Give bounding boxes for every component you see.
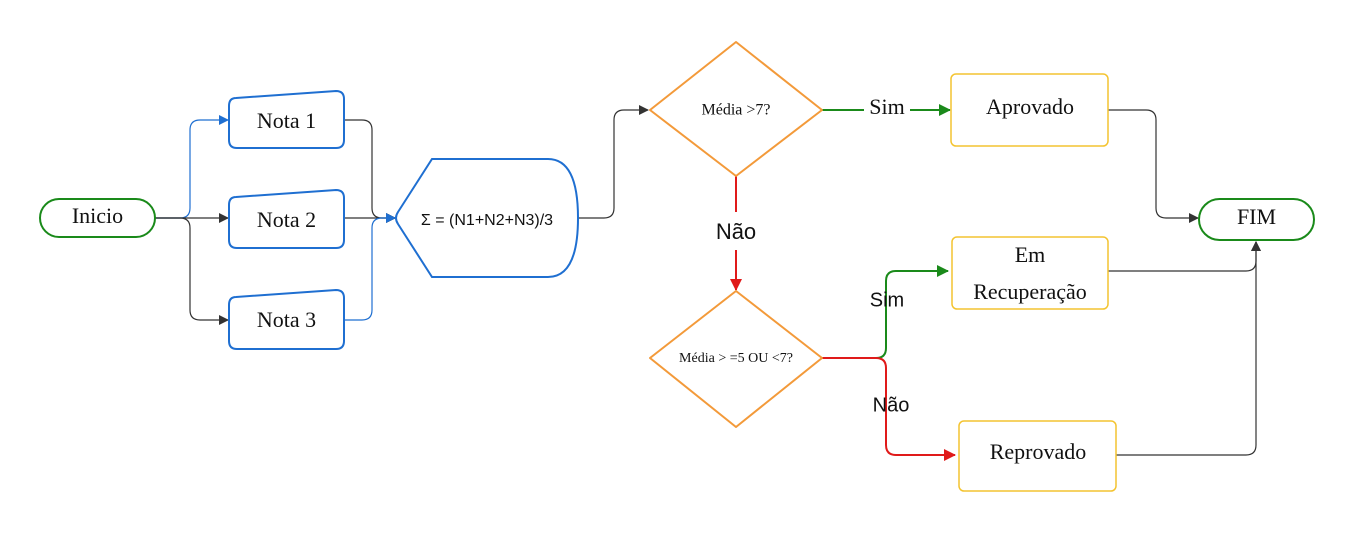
node-formula: Σ = (N1+N2+N3)/3 <box>395 158 580 278</box>
nota2-label: Nota 2 <box>257 207 316 232</box>
terminator-shape <box>1198 198 1315 241</box>
edge-formula-decision1 <box>578 105 649 219</box>
recuperacao-label-line2: Recuperação <box>973 279 1087 304</box>
edge-label-d2-no: Não <box>873 394 910 416</box>
manual-input-shape <box>228 288 345 350</box>
inicio-label: Inicio <box>72 203 123 228</box>
edge-nota1-formula <box>344 119 396 223</box>
reprovado-label: Reprovado <box>990 439 1087 464</box>
node-decision1: Média >7? <box>649 41 823 177</box>
decision2-label: Média > =5 OU <7? <box>679 351 793 366</box>
edge-nota3-formula <box>344 213 396 321</box>
edge-inicio-nota1 <box>155 115 229 219</box>
manual-input-shape <box>228 188 345 249</box>
diamond-shape <box>649 290 823 428</box>
decision1-label: Média >7? <box>702 102 771 119</box>
node-nota2: Nota 2 <box>228 188 345 249</box>
edge-decision2-recuperacao <box>822 265 949 359</box>
terminator-shape <box>39 198 156 238</box>
edge-decision2-reprovado <box>822 357 956 461</box>
display-shape <box>395 158 580 278</box>
node-recuperacao: Em Recuperação <box>951 236 1109 310</box>
edge-recuperacao-fim <box>1108 241 1261 272</box>
node-reprovado: Reprovado <box>958 420 1117 492</box>
edge-reprovado-fim <box>1116 241 1261 456</box>
node-inicio: Inicio <box>39 198 156 238</box>
formula-label: Σ = (N1+N2+N3)/3 <box>421 212 553 229</box>
nota3-label: Nota 3 <box>257 307 316 332</box>
recuperacao-label-line1: Em <box>1015 242 1046 267</box>
fim-label: FIM <box>1237 204 1276 229</box>
node-nota3: Nota 3 <box>228 288 345 350</box>
process-shape <box>951 236 1109 310</box>
edge-inicio-nota3 <box>155 217 229 325</box>
nota1-label: Nota 1 <box>257 108 316 133</box>
process-shape <box>950 73 1109 147</box>
node-aprovado: Aprovado <box>950 73 1109 147</box>
edge-aprovado-fim <box>1108 109 1199 223</box>
connectors <box>155 104 1261 461</box>
edge-label-d2-yes: Sim <box>870 289 904 311</box>
manual-input-shape <box>228 89 345 149</box>
edge-label-d1-yes: Sim <box>869 94 904 119</box>
node-fim: FIM <box>1198 198 1315 241</box>
node-nota1: Nota 1 <box>228 89 345 149</box>
aprovado-label: Aprovado <box>986 94 1074 119</box>
diamond-shape <box>649 41 823 177</box>
edge-label-d1-no: Não <box>716 219 756 244</box>
node-decision2: Média > =5 OU <7? <box>649 290 823 428</box>
process-shape <box>958 420 1117 492</box>
